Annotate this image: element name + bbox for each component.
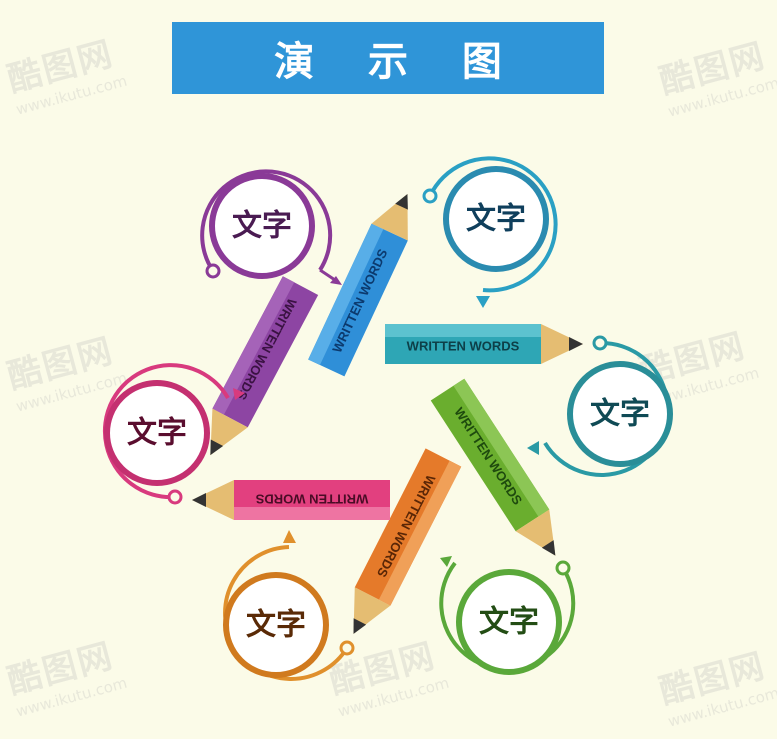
teal-pencil-label: WRITTEN WORDS [407,339,520,354]
orange-circle [223,572,329,678]
teal-ring-dot [592,335,608,351]
purple-circle [209,173,315,279]
cyan-arrow-icon [476,296,490,308]
green-circle [456,569,562,675]
purple-circle-label: 文字 [232,209,292,244]
orange-circle-label: 文字 [246,608,306,643]
teal-pencil: WRITTEN WORDS [385,324,583,364]
pink-ring-arc [102,363,230,500]
purple-ring-arc [200,169,333,273]
green-arrow-icon [440,556,452,567]
cyan-circle [443,166,549,272]
pink-circle [104,380,210,486]
green-ring-dot [555,560,571,576]
step-teal: 文字 WRITTEN WORDS [385,324,673,477]
step-cyan: 文字 WRITTEN WORDS [308,156,558,377]
purple-ring-dot [205,263,221,279]
pink-circle-label: 文字 [127,416,187,451]
pink-pencil: WRITTEN WORDS [192,480,390,520]
pink-arrow-icon [233,388,245,400]
teal-circle-label: 文字 [590,397,650,432]
title-banner: 演 示 图 [172,22,604,94]
purple-pencil: WRITTEN WORDS [210,276,319,456]
orange-ring-dot [339,640,355,656]
step-pink: 文字 WRITTEN WORDS [102,363,390,520]
cyan-ring-arc [428,156,558,293]
cyan-circle-label: 文字 [466,202,526,237]
cyan-ring-dot [422,188,438,204]
orange-arrow-icon [283,530,296,543]
purple-arrow-icon [330,276,342,285]
pink-ring-dot [167,489,183,505]
teal-arrow-icon [527,441,539,455]
teal-circle [567,361,673,467]
page-title: 演 示 图 [274,39,522,85]
pink-pencil-label: WRITTEN WORDS [255,492,368,507]
step-purple: 文字 WRITTEN WORDS [200,169,342,456]
green-circle-label: 文字 [479,605,539,640]
step-green: 文字 WRITTEN WORDS [430,378,576,675]
